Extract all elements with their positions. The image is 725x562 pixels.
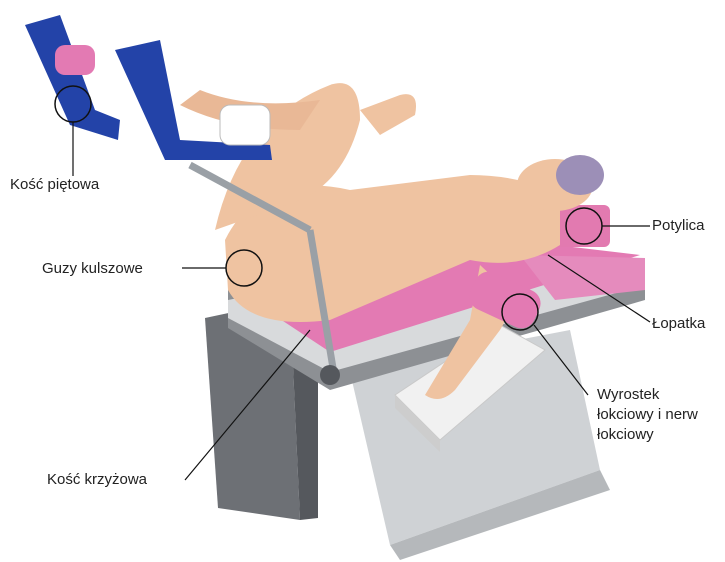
label-elbow-line2: łokciowy i nerw	[597, 405, 698, 424]
label-ischial-tuberosities: Guzy kulszowe	[42, 259, 143, 278]
label-occiput: Potylica	[652, 216, 705, 235]
label-elbow-line1: Wyrostek	[597, 385, 659, 404]
label-sacrum: Kość krzyżowa	[47, 470, 147, 489]
label-elbow-line3: łokciowy	[597, 425, 654, 444]
label-heel: Kość piętowa	[10, 175, 99, 194]
label-scapula: Łopatka	[652, 314, 705, 333]
